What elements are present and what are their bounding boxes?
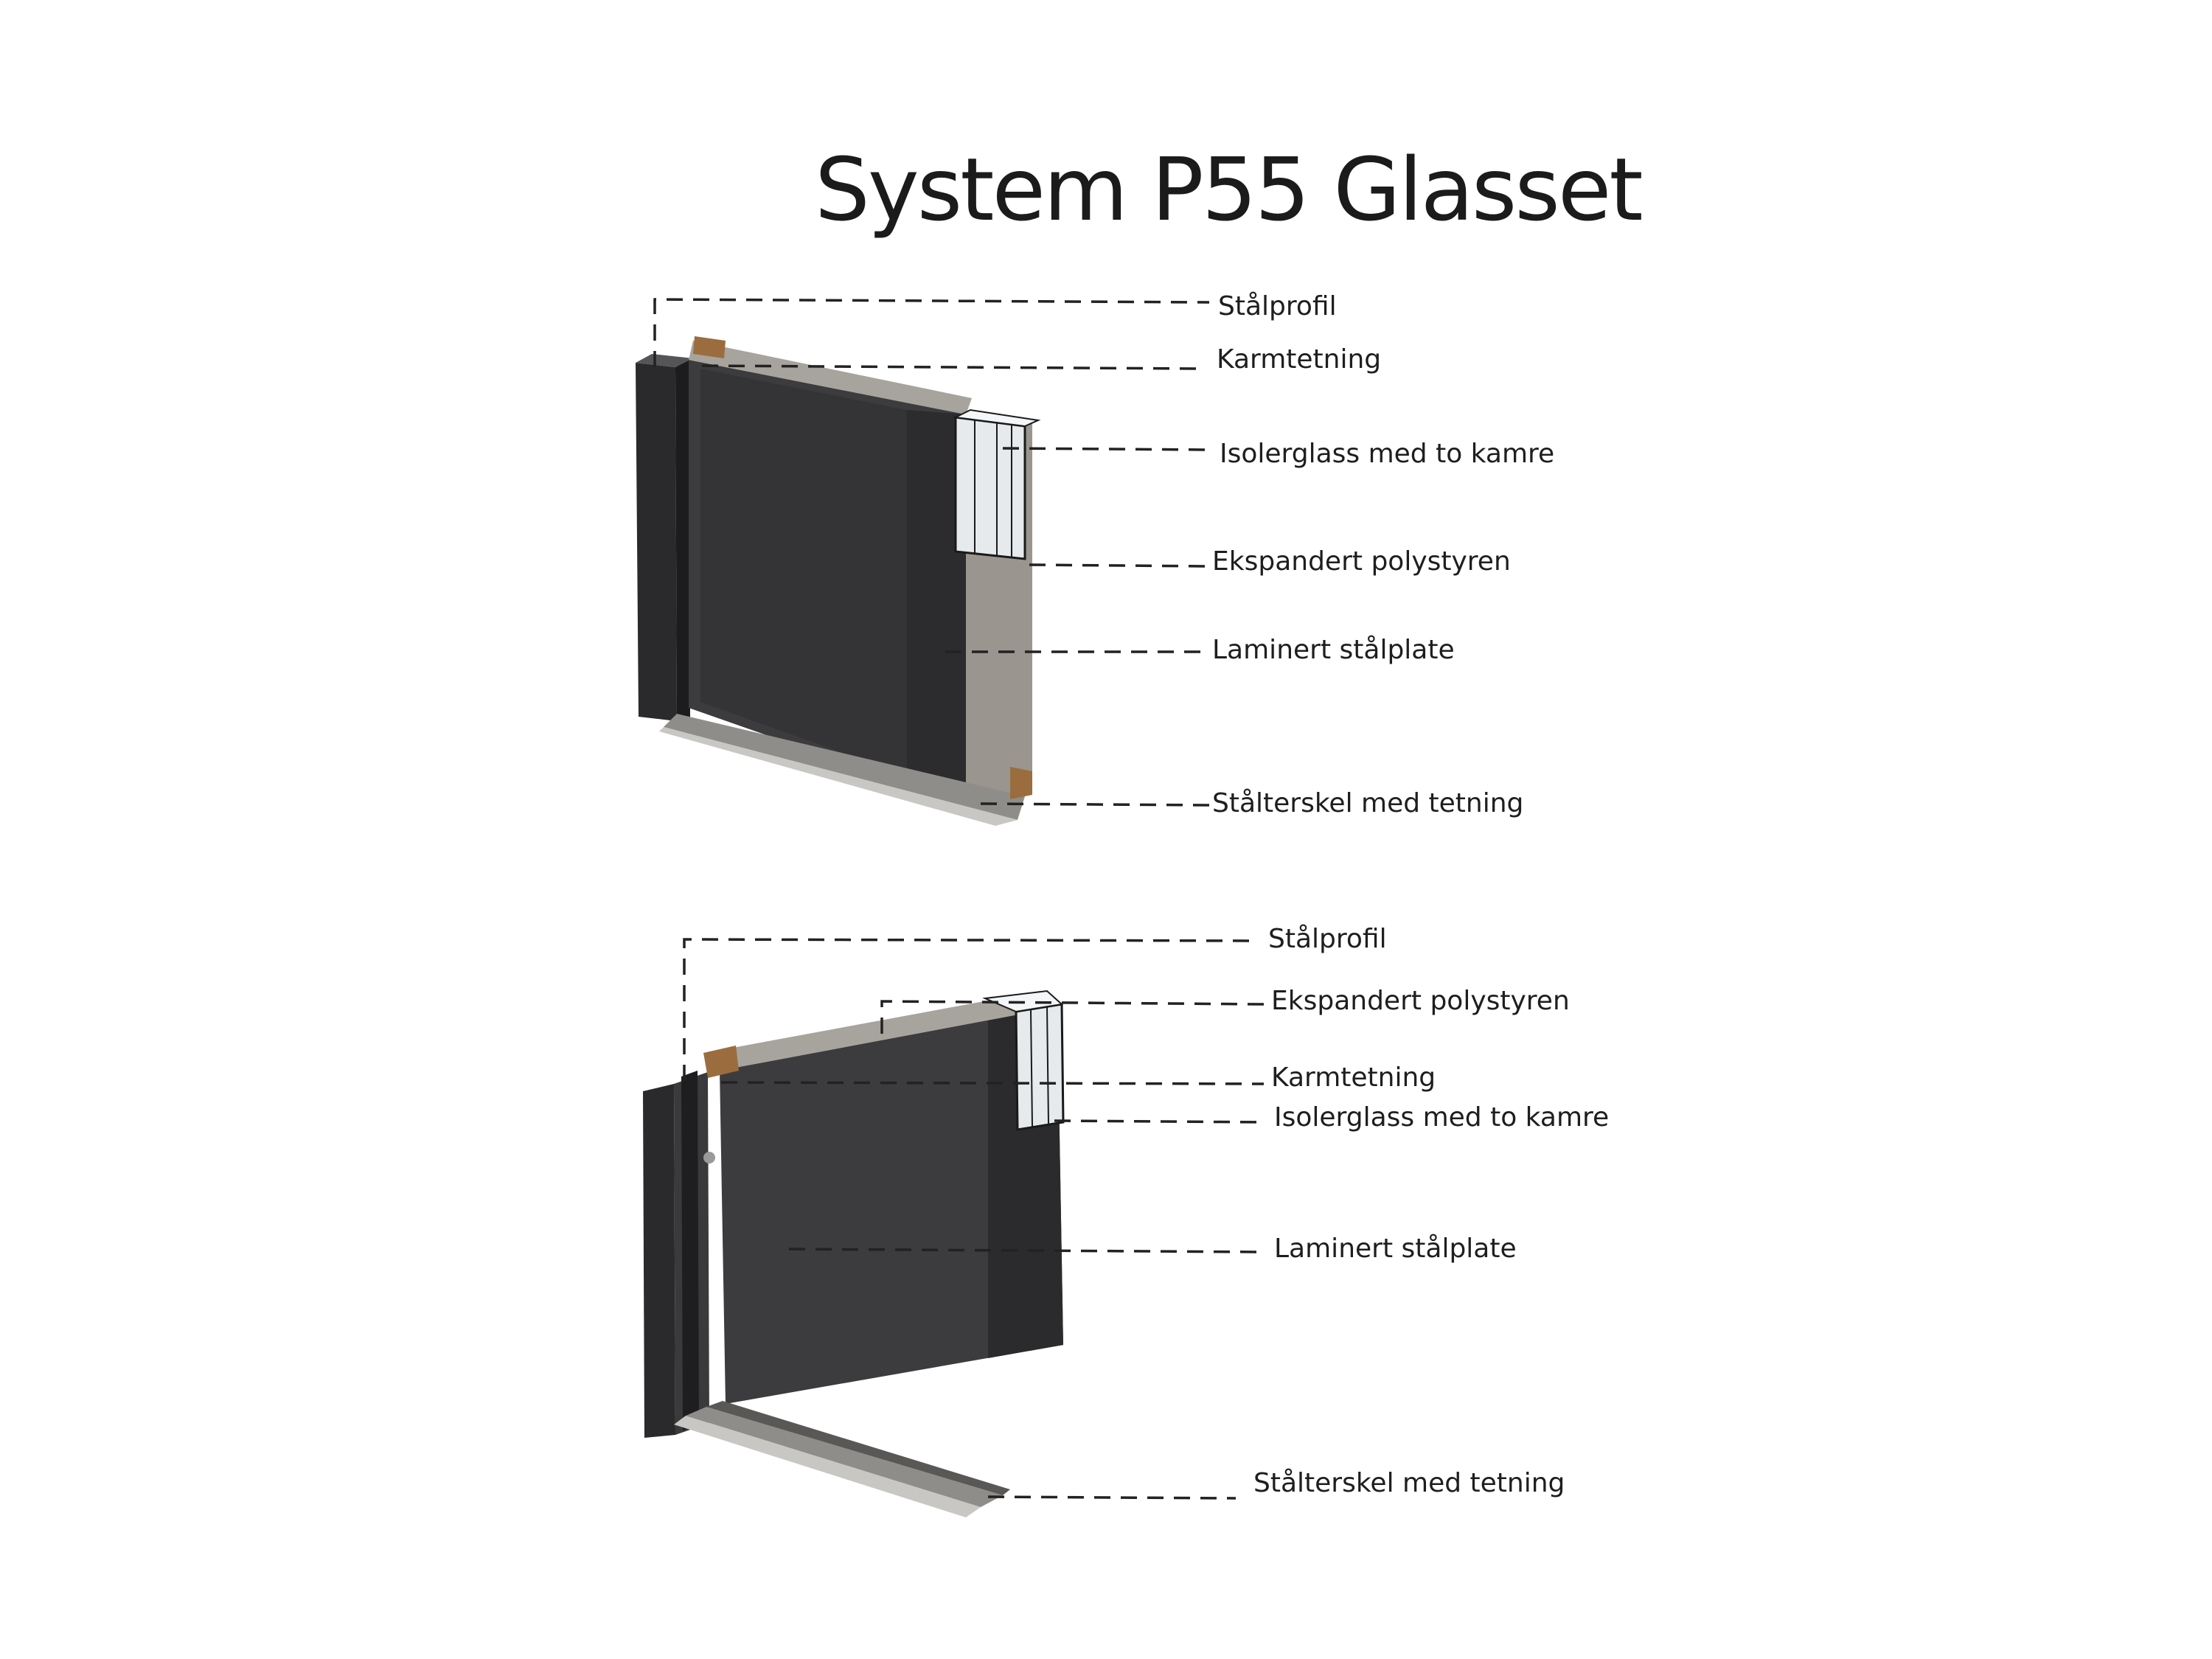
top-label-karmtetning: Karmtetning	[1217, 344, 1382, 375]
bottom-label-stalprofil: Stålprofil	[1268, 924, 1387, 954]
bottom-door-panel	[720, 1007, 1063, 1404]
top-label-ekspandert-polystyren: Ekspandert polystyren	[1212, 546, 1511, 577]
top-frame-profile	[636, 363, 677, 721]
top-label-laminert-stalplate: Laminert stålplate	[1212, 635, 1455, 665]
top-threshold	[664, 714, 1025, 820]
top-label-stalprofil: Stålprofil	[1218, 291, 1337, 321]
bottom-label-stalterskel: Stålterskel med tetning	[1253, 1468, 1565, 1498]
top-label-isolerglass: Isolerglass med to kamre	[1220, 439, 1555, 469]
bottom-frame-profile	[643, 1084, 675, 1438]
bottom-label-isolerglass: Isolerglass med to kamre	[1274, 1102, 1610, 1133]
bottom-seal	[703, 1046, 739, 1078]
top-foam-edge	[689, 341, 972, 414]
top-seal	[693, 336, 726, 358]
bottom-leader-lines	[683, 938, 1265, 1500]
bottom-door-section	[643, 990, 1065, 1517]
page-title: System P55 Glasset	[815, 139, 1644, 240]
bottom-label-laminert-stalplate: Laminert stålplate	[1274, 1234, 1517, 1264]
top-glass-unit	[953, 408, 1041, 560]
bottom-threshold	[686, 1407, 1003, 1507]
bottom-label-karmtetning: Karmtetning	[1271, 1062, 1436, 1093]
top-label-stalterskel: Stålterskel med tetning	[1212, 788, 1524, 818]
top-door-section	[636, 336, 1041, 826]
top-leader-lines	[653, 298, 1210, 807]
bottom-label-ekspandert-polystyren: Ekspandert polystyren	[1271, 986, 1570, 1016]
